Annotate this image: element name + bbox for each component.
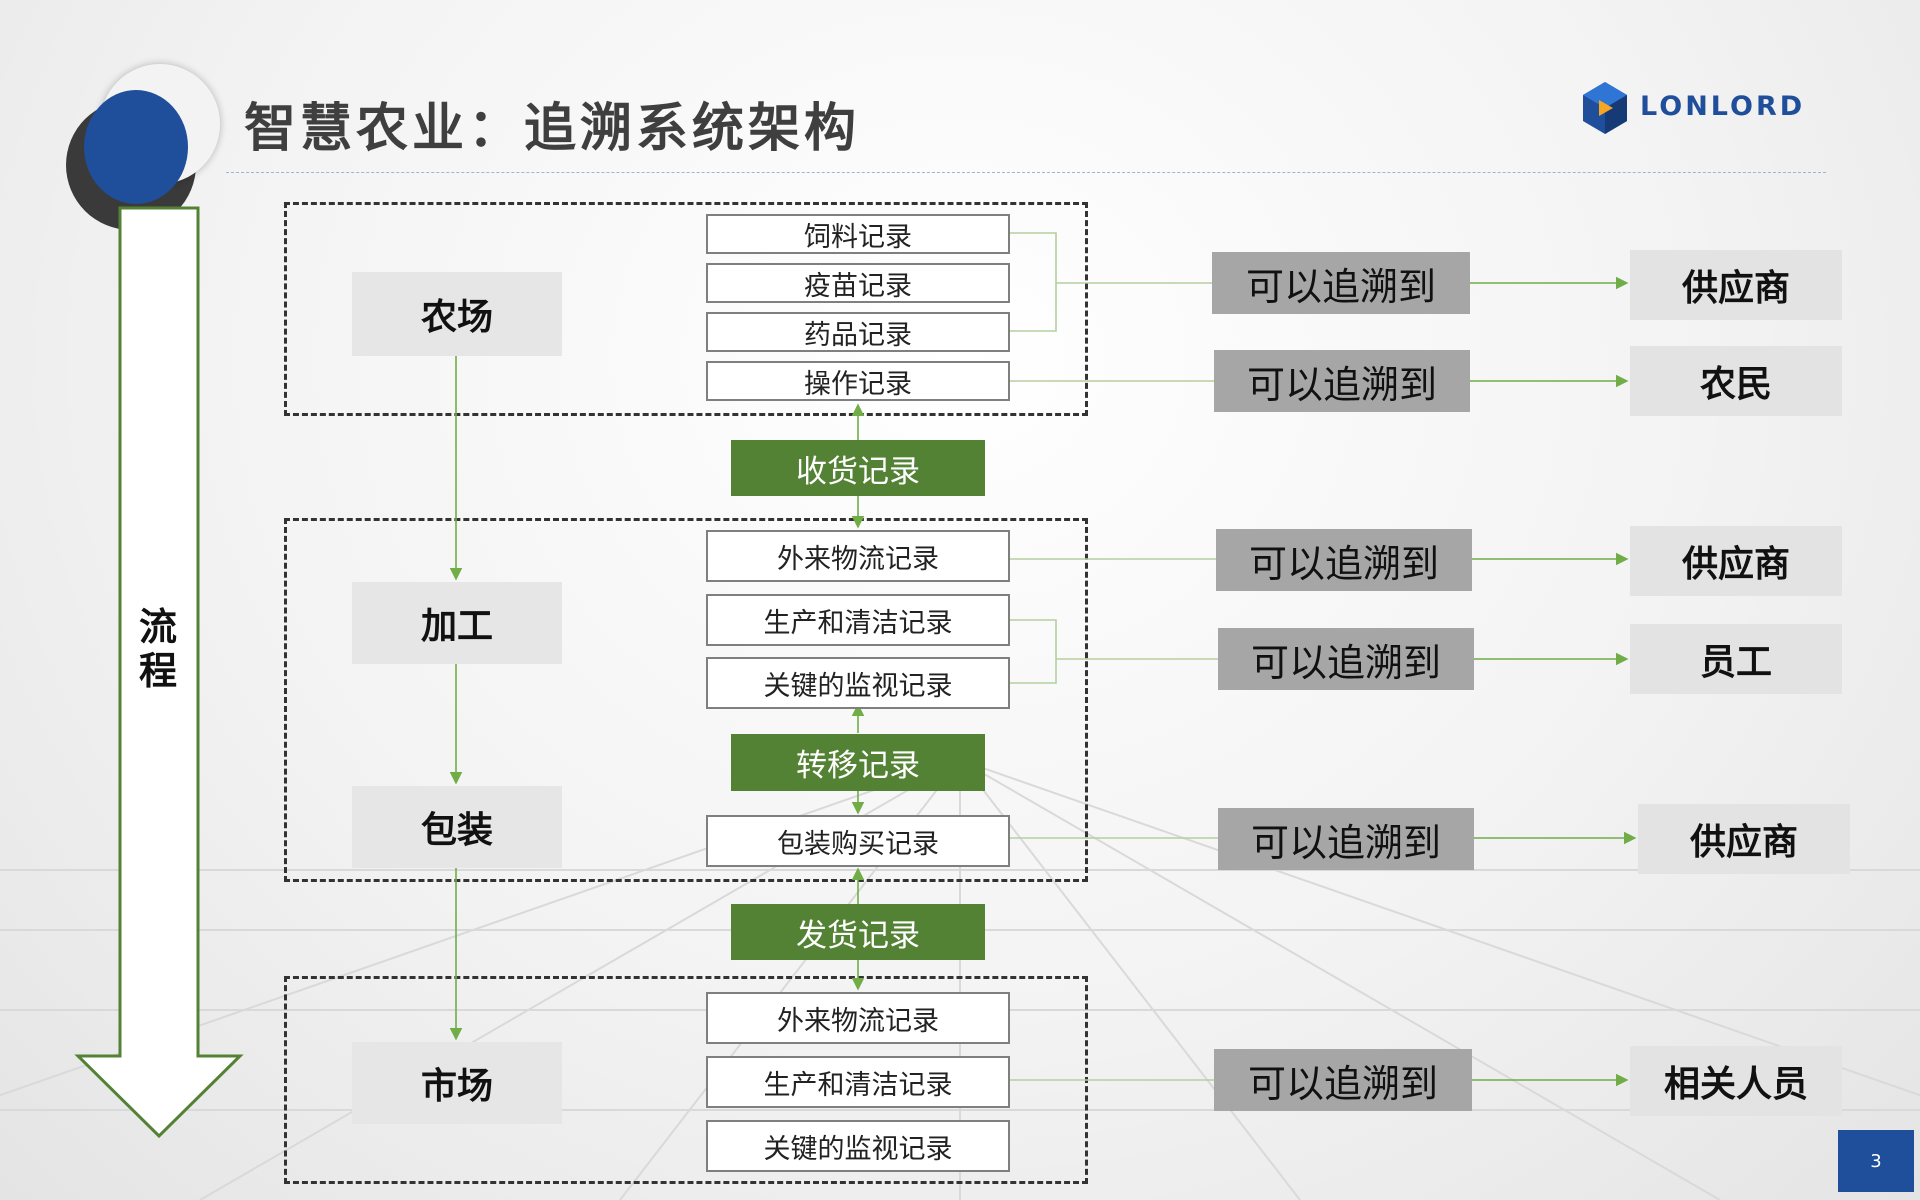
trace-box-2: 可以追溯到 [1214, 350, 1470, 412]
brand-cube-icon [1583, 82, 1627, 134]
trace-box-1: 可以追溯到 [1212, 252, 1470, 314]
stage-package: 包装 [352, 786, 562, 868]
target-supplier-3: 供应商 [1638, 804, 1850, 874]
brand-logo: LONLORD [1580, 80, 1830, 136]
header-blue-circle [84, 90, 188, 204]
process-group [284, 518, 1088, 882]
page-number: 3 [1838, 1130, 1914, 1192]
record-key-monitoring: 关键的监视记录 [706, 657, 1010, 709]
record-package-purchase: 包装购买记录 [706, 815, 1010, 867]
target-supplier-2: 供应商 [1630, 526, 1842, 596]
target-related-personnel: 相关人员 [1630, 1046, 1842, 1116]
record-operation: 操作记录 [706, 361, 1010, 401]
trace-box-4: 可以追溯到 [1218, 628, 1474, 690]
stage-market: 市场 [352, 1042, 562, 1124]
target-supplier-1: 供应商 [1630, 250, 1842, 320]
transfer-moving: 转移记录 [731, 734, 985, 791]
farm-group [284, 202, 1088, 416]
target-farmer: 农民 [1630, 346, 1842, 416]
record-medicine: 药品记录 [706, 312, 1010, 352]
record-market-production-cleaning: 生产和清洁记录 [706, 1056, 1010, 1108]
trace-box-6: 可以追溯到 [1214, 1049, 1472, 1111]
record-market-logistics: 外来物流记录 [706, 992, 1010, 1044]
flow-label-char-1: 流 [138, 605, 177, 649]
brand-name: LONLORD [1640, 91, 1806, 122]
title-divider [226, 172, 1826, 173]
record-feed: 饲料记录 [706, 214, 1010, 254]
record-market-key-monitoring: 关键的监视记录 [706, 1120, 1010, 1172]
record-inbound-logistics: 外来物流记录 [706, 530, 1010, 582]
target-staff: 员工 [1630, 624, 1842, 694]
flow-arrow-icon [74, 206, 244, 1139]
flow-label: 流 程 [128, 605, 188, 693]
transfer-receiving: 收货记录 [731, 440, 985, 496]
record-vaccine: 疫苗记录 [706, 263, 1010, 303]
stage-farm: 农场 [352, 272, 562, 356]
trace-box-5: 可以追溯到 [1218, 808, 1474, 870]
page-title: 智慧农业：追溯系统架构 [244, 98, 861, 159]
record-production-cleaning: 生产和清洁记录 [706, 594, 1010, 646]
transfer-shipping: 发货记录 [731, 904, 985, 960]
trace-box-3: 可以追溯到 [1216, 529, 1472, 591]
stage-process: 加工 [352, 582, 562, 664]
flow-label-char-2: 程 [138, 648, 177, 693]
